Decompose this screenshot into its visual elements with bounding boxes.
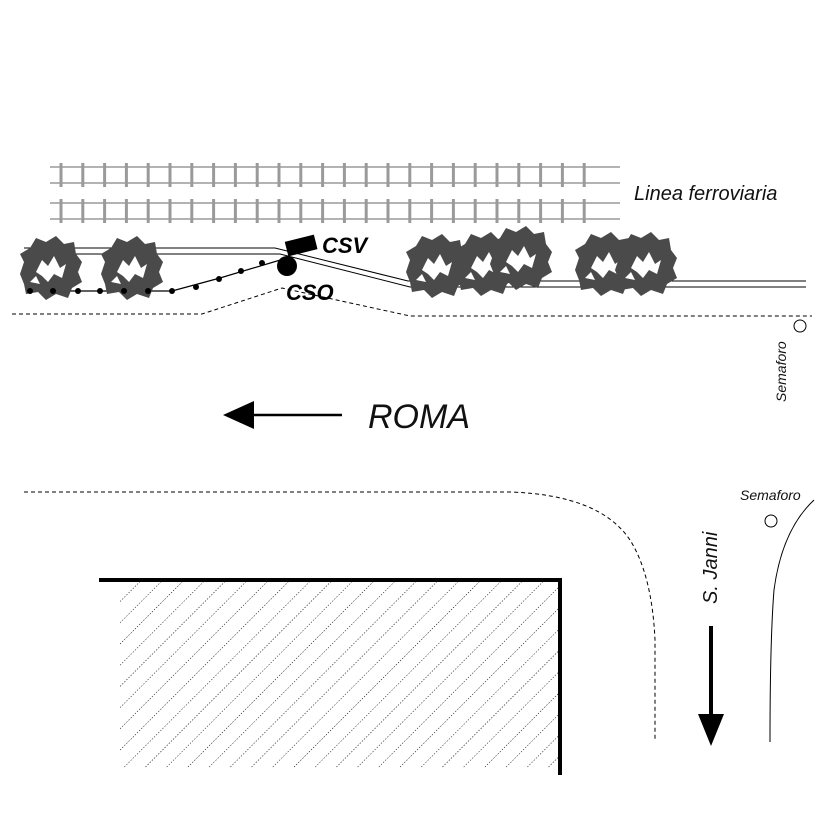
semaforo-top-label: Semaforo xyxy=(773,341,789,402)
road-edge-right xyxy=(769,499,815,743)
cso-label: CSO xyxy=(286,280,334,305)
railway-tracks xyxy=(50,163,620,223)
arrow-icon xyxy=(698,626,724,746)
tree-row-right xyxy=(575,232,677,296)
road-edge-dashed-top xyxy=(12,287,812,317)
roma-label: ROMA xyxy=(368,398,470,436)
bush-icon xyxy=(490,226,552,290)
semaforo-right-label: Semaforo xyxy=(740,487,801,503)
cable-dots xyxy=(27,260,265,294)
s-janni-label: S. Janni xyxy=(700,531,722,604)
arrow-icon xyxy=(223,401,342,429)
circle-icon xyxy=(793,319,807,333)
road-edge-dashed-bottom xyxy=(24,491,656,740)
csv-label: CSV xyxy=(322,233,370,258)
csv-cabinet xyxy=(284,234,318,257)
building-block xyxy=(99,578,562,775)
cso-manhole xyxy=(277,256,297,276)
circle-icon xyxy=(764,514,778,528)
railway-label: Linea ferroviaria xyxy=(634,183,777,205)
